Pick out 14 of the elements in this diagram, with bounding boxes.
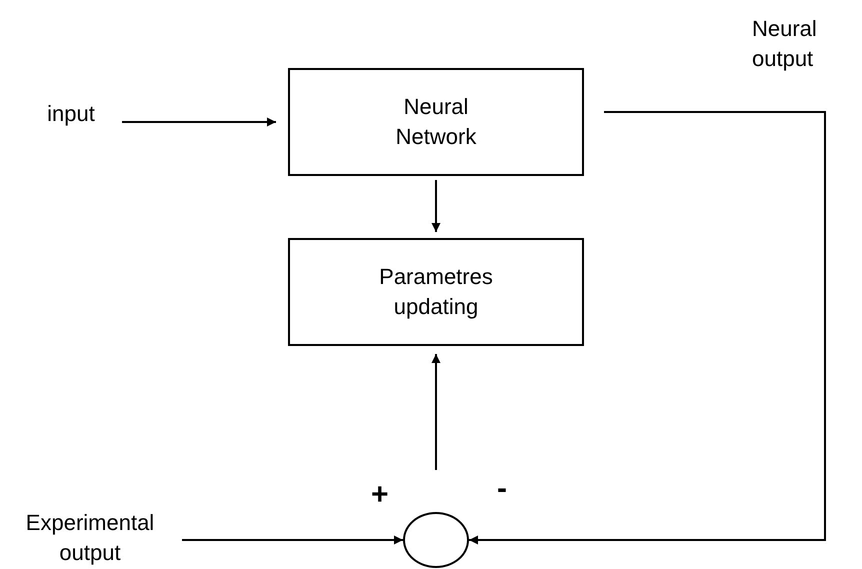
arrow xyxy=(182,536,403,544)
input-label: Experimental output xyxy=(6,508,174,568)
arrow xyxy=(469,111,826,544)
arrow xyxy=(122,118,276,126)
output-label: Neural output xyxy=(752,15,818,73)
arrow xyxy=(432,354,440,470)
input-label: input xyxy=(26,98,116,130)
sign-label: - xyxy=(497,474,507,504)
sign-label: + xyxy=(371,480,389,510)
process-box xyxy=(288,68,584,176)
box-label: Parametres updating xyxy=(378,263,494,321)
arrow xyxy=(432,180,440,232)
box-label: Neural Network xyxy=(394,93,478,151)
process-box xyxy=(288,238,584,346)
